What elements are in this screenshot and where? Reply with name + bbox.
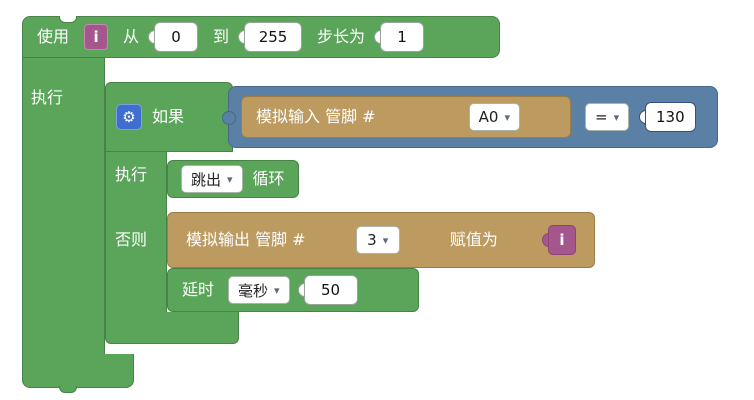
assign-label: 赋值为 <box>449 230 498 249</box>
for-use-label: 使用 <box>37 27 70 46</box>
operator-value: = <box>595 108 608 126</box>
gear-icon[interactable] <box>116 104 142 130</box>
delay-value-input[interactable]: 50 <box>297 275 358 305</box>
for-from-label: 从 <box>123 27 140 46</box>
next-connection-bump <box>59 386 77 393</box>
for-loop-block-bottom[interactable] <box>22 354 134 393</box>
analog-write-block[interactable]: 模拟输出 管脚 # 3 赋值为 i <box>167 212 595 268</box>
break-block[interactable]: 跳出 循环 <box>167 160 299 198</box>
operator-dropdown[interactable]: = <box>585 103 630 131</box>
if-else-label: 否则 <box>115 230 148 249</box>
for-to-label: 到 <box>213 27 230 46</box>
if-label: 如果 <box>152 107 185 126</box>
if-block-header[interactable]: 如果 <box>105 82 233 152</box>
for-step-value-input[interactable]: 1 <box>374 22 425 52</box>
compare-value-input[interactable]: 130 <box>639 102 696 132</box>
analog-read-label: 模拟输入 管脚 # <box>256 107 376 126</box>
delay-block[interactable]: 延时 毫秒 50 <box>167 268 419 312</box>
for-loop-variable-field[interactable]: i <box>84 24 109 50</box>
if-block-body-strip[interactable]: 执行 否则 <box>105 152 167 312</box>
previous-connection-notch <box>59 16 77 23</box>
for-loop-body-strip[interactable]: 执行 <box>22 58 105 354</box>
variable-block-i[interactable]: i <box>541 225 576 255</box>
for-to-value-input[interactable]: 255 <box>238 22 303 52</box>
delay-unit-value: 毫秒 <box>238 281 269 300</box>
for-loop-block-header[interactable]: 使用 i 从 0 到 255 步长为 1 <box>22 16 500 58</box>
if-block-bottom[interactable] <box>105 312 239 344</box>
break-type-dropdown[interactable]: 跳出 <box>181 165 243 193</box>
break-suffix-label: 循环 <box>252 169 285 188</box>
delay-label: 延时 <box>182 280 215 299</box>
comparison-block[interactable]: 模拟输入 管脚 # A0 = 130 <box>222 86 718 148</box>
for-do-label: 执行 <box>31 88 64 107</box>
analog-write-pin-dropdown[interactable]: 3 <box>355 226 400 254</box>
if-do-label: 执行 <box>115 165 148 184</box>
analog-read-block[interactable]: 模拟输入 管脚 # A0 <box>241 96 571 138</box>
delay-unit-dropdown[interactable]: 毫秒 <box>228 276 290 304</box>
for-from-value-input[interactable]: 0 <box>148 22 199 52</box>
analog-write-pin-value: 3 <box>367 231 377 249</box>
analog-read-pin-dropdown[interactable]: A0 <box>468 103 520 131</box>
analog-write-label: 模拟输出 管脚 # <box>186 230 306 249</box>
for-step-label: 步长为 <box>317 27 366 46</box>
analog-read-pin-value: A0 <box>478 108 499 126</box>
break-type-value: 跳出 <box>191 170 222 189</box>
